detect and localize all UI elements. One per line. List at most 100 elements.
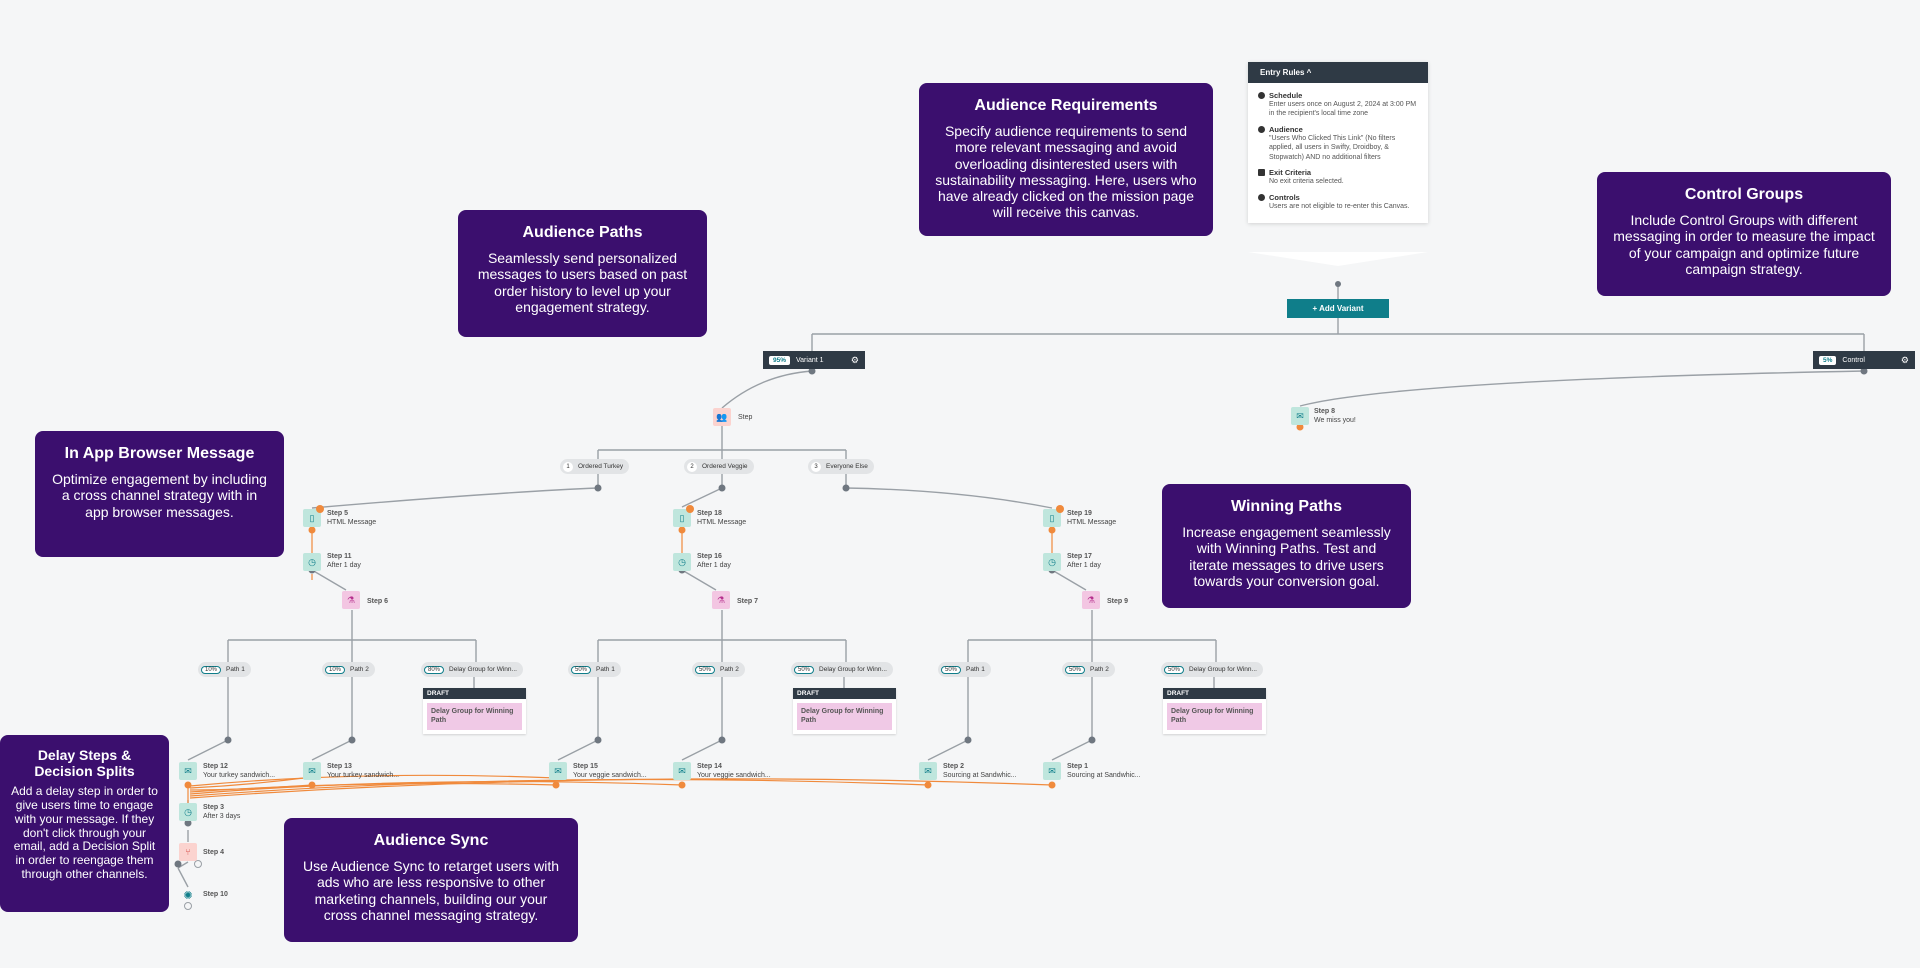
step-sub: HTML Message bbox=[327, 519, 377, 527]
callout-audience-paths: Audience Paths Seamlessly send personali… bbox=[458, 210, 707, 337]
path-label: Path 1 bbox=[226, 666, 245, 673]
add-variant-button[interactable]: + Add Variant bbox=[1287, 299, 1389, 318]
warning-badge bbox=[686, 505, 694, 513]
variant-name: Control bbox=[1842, 356, 1865, 364]
step-title: Step 13 bbox=[327, 763, 352, 770]
entry-rules-controls: Controls Users are not eligible to re-en… bbox=[1258, 193, 1418, 211]
step-5-node[interactable]: ▯ bbox=[303, 509, 321, 527]
experiment-path-2[interactable]: 50%Path 2 bbox=[692, 662, 745, 677]
experiment-path-2[interactable]: 10%Path 2 bbox=[322, 662, 375, 677]
audience-path-everyone-else[interactable]: 3 Everyone Else bbox=[808, 459, 874, 474]
draft-card[interactable]: DRAFT Delay Group for Winning Path bbox=[423, 688, 526, 734]
draft-body: Delay Group for Winning Path bbox=[1167, 703, 1262, 730]
step-14-node[interactable]: ✉ bbox=[673, 762, 691, 780]
entry-rules-header[interactable]: Entry Rules ^ bbox=[1248, 62, 1428, 83]
step-sub: After 1 day bbox=[697, 562, 731, 570]
path-label: Everyone Else bbox=[826, 463, 868, 470]
experiment-path-1[interactable]: 50%Path 1 bbox=[938, 662, 991, 677]
step-15-node[interactable]: ✉ bbox=[549, 762, 567, 780]
draft-header: DRAFT bbox=[1163, 688, 1266, 699]
audience-paths-node[interactable]: 👥 bbox=[713, 408, 731, 426]
experiment-path-1[interactable]: 10%Path 1 bbox=[198, 662, 251, 677]
step-title: Step 11 bbox=[327, 553, 352, 560]
step-13-node[interactable]: ✉ bbox=[303, 762, 321, 780]
controls-title: Controls bbox=[1269, 192, 1300, 202]
step-title: Step 1 bbox=[1067, 763, 1089, 770]
path-number: 1 bbox=[563, 461, 573, 472]
step-12-node[interactable]: ✉ bbox=[179, 762, 197, 780]
step-17-node[interactable]: ◷ bbox=[1043, 553, 1061, 571]
callout-audience-sync: Audience Sync Use Audience Sync to retar… bbox=[284, 818, 578, 942]
path-percent: 50% bbox=[1164, 665, 1185, 674]
audience-path-ordered-veggie[interactable]: 2 Ordered Veggie bbox=[684, 459, 754, 474]
audience-path-ordered-turkey[interactable]: 1 Ordered Turkey bbox=[560, 459, 630, 474]
callout-title: Audience Sync bbox=[373, 832, 489, 849]
step-10-node[interactable]: ✺ bbox=[183, 889, 193, 902]
step-10-label: Step 10 bbox=[203, 890, 228, 899]
step-2-node[interactable]: ✉ bbox=[919, 762, 937, 780]
step-sub: After 3 days bbox=[203, 813, 241, 821]
step-9-node[interactable]: ⚗ bbox=[1082, 591, 1100, 609]
step-6-node[interactable]: ⚗ bbox=[342, 591, 360, 609]
variant-pill-control[interactable]: 5% Control ⚙ bbox=[1813, 351, 1915, 369]
gear-icon[interactable]: ⚙ bbox=[850, 354, 859, 365]
draft-card[interactable]: DRAFT Delay Group for Winning Path bbox=[793, 688, 896, 734]
entry-rules-exit-criteria: Exit Criteria No exit criteria selected. bbox=[1258, 168, 1418, 186]
callout-body: Specify audience requirements to send mo… bbox=[935, 123, 1197, 220]
step-title: Step 10 bbox=[203, 891, 228, 898]
step-sub: After 1 day bbox=[327, 562, 361, 570]
callout-body: Optimize engagement by including a cross… bbox=[52, 471, 267, 520]
callout-title: Delay Steps & Decision Splits bbox=[34, 747, 135, 780]
step-11-node[interactable]: ◷ bbox=[303, 553, 321, 571]
step-sub: Your turkey sandwich... bbox=[203, 772, 276, 780]
path-number: 2 bbox=[687, 461, 697, 472]
step-7-node[interactable]: ⚗ bbox=[712, 591, 730, 609]
step-16-node[interactable]: ◷ bbox=[673, 553, 691, 571]
entry-rules-audience: Audience "Users Who Clicked This Link" (… bbox=[1258, 125, 1418, 162]
draft-body: Delay Group for Winning Path bbox=[797, 703, 892, 730]
step-title: Step 12 bbox=[203, 763, 228, 770]
step-5-label: Step 5 HTML Message bbox=[327, 509, 376, 527]
draft-body: Delay Group for Winning Path bbox=[427, 703, 522, 730]
step-title: Step 5 bbox=[327, 510, 349, 517]
path-label: Delay Group for Winn... bbox=[449, 666, 517, 673]
path-percent: 50% bbox=[794, 665, 815, 674]
experiment-delay-group[interactable]: 50%Delay Group for Winn... bbox=[791, 662, 893, 677]
step-title: Step 6 bbox=[367, 598, 389, 605]
draft-header: DRAFT bbox=[793, 688, 896, 699]
variant-pill-variant-1[interactable]: 95% Variant 1 ⚙ bbox=[763, 351, 865, 369]
exit-text: No exit criteria selected. bbox=[1269, 178, 1344, 186]
step-6-label: Step 6 bbox=[367, 597, 388, 606]
warning-badge bbox=[1056, 505, 1064, 513]
callout-winning-paths: Winning Paths Increase engagement seamle… bbox=[1162, 484, 1411, 608]
path-label: Delay Group for Winn... bbox=[1189, 666, 1257, 673]
step-7-label: Step 7 bbox=[737, 597, 758, 606]
step-1-node[interactable]: ✉ bbox=[1043, 762, 1061, 780]
step-3-node[interactable]: ◷ bbox=[179, 803, 197, 821]
step-title: Step 17 bbox=[1067, 553, 1092, 560]
experiment-delay-group[interactable]: 80%Delay Group for Winn... bbox=[421, 662, 523, 677]
experiment-delay-group[interactable]: 50% Delay Group for Winn... bbox=[1161, 662, 1263, 677]
experiment-path-1[interactable]: 50%Path 1 bbox=[568, 662, 621, 677]
experiment-path-2[interactable]: 50%Path 2 bbox=[1062, 662, 1115, 677]
step-19-node[interactable]: ▯ bbox=[1043, 509, 1061, 527]
schedule-title: Schedule bbox=[1269, 91, 1303, 100]
step-title: Step 8 bbox=[1314, 408, 1336, 415]
callout-title: In App Browser Message bbox=[64, 445, 255, 462]
path-percent: 10% bbox=[325, 665, 346, 674]
step-8-node[interactable]: ✉ bbox=[1291, 407, 1309, 425]
step-4-node[interactable]: ⑂ bbox=[179, 843, 197, 861]
draft-card[interactable]: DRAFT Delay Group for Winning Path bbox=[1163, 688, 1266, 734]
callout-delay-steps: Delay Steps & Decision Splits Add a dela… bbox=[0, 735, 169, 912]
step-18-node[interactable]: ▯ bbox=[673, 509, 691, 527]
gear-icon[interactable]: ⚙ bbox=[1900, 354, 1909, 365]
exit-icon bbox=[1258, 169, 1265, 177]
